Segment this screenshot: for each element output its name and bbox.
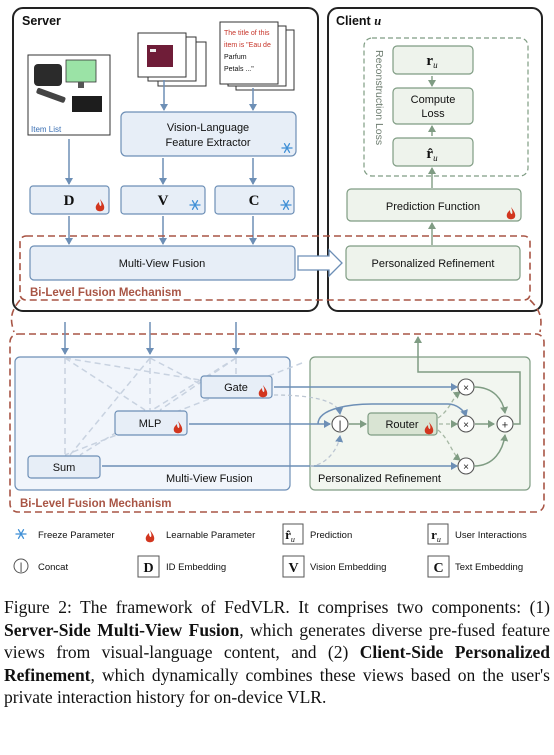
text-cards: The title of this item is "Eau de Parfum…: [219, 21, 295, 91]
caption-lead: Figure 2: The framework of FedVLR. It co…: [4, 597, 550, 617]
sum-label: Sum: [53, 462, 76, 474]
legend: Freeze Parameter Learnable Parameter r̂u…: [13, 523, 527, 578]
legend-concat: Concat: [38, 562, 68, 573]
mechanism-region-top: [19, 235, 531, 301]
id-embedding-box: [29, 185, 110, 215]
legend-id-symbol: D: [143, 561, 153, 576]
text-card-line-4: Petals ...": [224, 66, 254, 73]
ru-symbol: ru: [426, 53, 438, 70]
compute-loss-line-1: Compute: [411, 94, 456, 106]
concat-symbol: |: [339, 420, 342, 432]
ru-box: [392, 45, 474, 75]
compute-loss-box: [392, 87, 474, 125]
vision-embedding-symbol: V: [158, 193, 169, 209]
zoom-connector-right: [529, 299, 542, 333]
router-box: [367, 412, 438, 436]
sum-box: [27, 455, 101, 479]
mlp-label: MLP: [139, 418, 162, 430]
legend-interactions-symbol: ru: [431, 527, 441, 544]
prediction-function-label: Prediction Function: [386, 201, 480, 213]
id-embedding-symbol: D: [64, 193, 75, 209]
r-hat-box: [392, 137, 474, 167]
legend-prediction: Prediction: [310, 530, 352, 541]
zoom-connector-left: [10, 299, 21, 333]
caption-tail: , which dynamically combines these views…: [4, 664, 550, 708]
multi-view-fusion-label: Multi-View Fusion: [119, 258, 206, 270]
personalized-refinement-label: Personalized Refinement: [372, 258, 495, 270]
plus-symbol: +: [502, 420, 508, 432]
item-list-label: Item List: [31, 125, 62, 134]
detail-fusion-label: Multi-View Fusion: [166, 473, 253, 485]
legend-prediction-symbol: r̂u: [285, 527, 295, 544]
vision-embedding-box: [120, 185, 206, 215]
legend-vision-symbol: V: [288, 561, 298, 576]
item-list-image: Item List: [27, 54, 111, 136]
image-cards: [137, 32, 207, 87]
feature-extractor-box: [120, 111, 297, 157]
multi-view-fusion-box: [29, 245, 296, 281]
caption-bold-1: Server-Side Multi-View Fusion: [4, 619, 240, 640]
detail-mechanism-region: [9, 333, 545, 513]
prediction-function-box: [346, 188, 522, 222]
r-hat-symbol: r̂u: [426, 146, 438, 163]
detail-refinement-label: Personalized Refinement: [318, 473, 441, 485]
text-card-line-3: Parfum: [224, 54, 247, 61]
feature-extractor-line-1: Vision-Language: [167, 122, 249, 134]
reconstruction-loss-region: [363, 37, 529, 177]
legend-text-symbol: C: [433, 561, 443, 576]
caption-bold-2: Client-Side Personalized Refinement: [4, 642, 550, 685]
text-embedding-box: [214, 185, 295, 215]
gate-box: [200, 375, 273, 399]
reconstruction-loss-label: Reconstruction Loss: [373, 50, 385, 145]
server-title: Server: [22, 14, 61, 28]
detail-mechanism-label: Bi-Level Fusion Mechanism: [20, 498, 171, 510]
text-card-line-2: item is "Eau de: [224, 42, 271, 49]
feature-extractor-line-2: Feature Extractor: [166, 137, 251, 149]
legend-learnable: Learnable Parameter: [166, 530, 255, 541]
multiply-symbol-1: ×: [463, 383, 469, 394]
concat-node: [331, 415, 349, 433]
multiply-symbol-2: ×: [463, 420, 469, 431]
legend-concat-symbol: |: [20, 562, 23, 573]
gate-label: Gate: [224, 382, 248, 394]
server-to-client-arrow: [297, 248, 343, 278]
legend-vision: Vision Embedding: [310, 562, 386, 573]
figure-caption: Figure 2: The framework of FedVLR. It co…: [4, 596, 550, 709]
router-label: Router: [385, 419, 418, 431]
legend-id: ID Embedding: [166, 562, 226, 573]
mlp-box: [114, 410, 188, 436]
router-dashed-lines: [437, 391, 461, 461]
caption-mid: , which generates diverse pre-fused feat…: [4, 619, 550, 663]
legend-text: Text Embedding: [455, 562, 523, 573]
multiply-node-2: [457, 415, 475, 433]
mechanism-label-top: Bi-Level Fusion Mechanism: [30, 287, 181, 299]
legend-freeze: Freeze Parameter: [38, 530, 115, 541]
legend-interactions: User Interactions: [455, 530, 527, 541]
text-embedding-symbol: C: [249, 193, 260, 209]
personalized-refinement-box: [345, 245, 521, 281]
compute-loss-line-2: Loss: [421, 108, 445, 120]
multiply-symbol-3: ×: [463, 462, 469, 473]
client-title: Client u: [336, 14, 381, 28]
text-card-line-1: The title of this: [224, 30, 270, 37]
